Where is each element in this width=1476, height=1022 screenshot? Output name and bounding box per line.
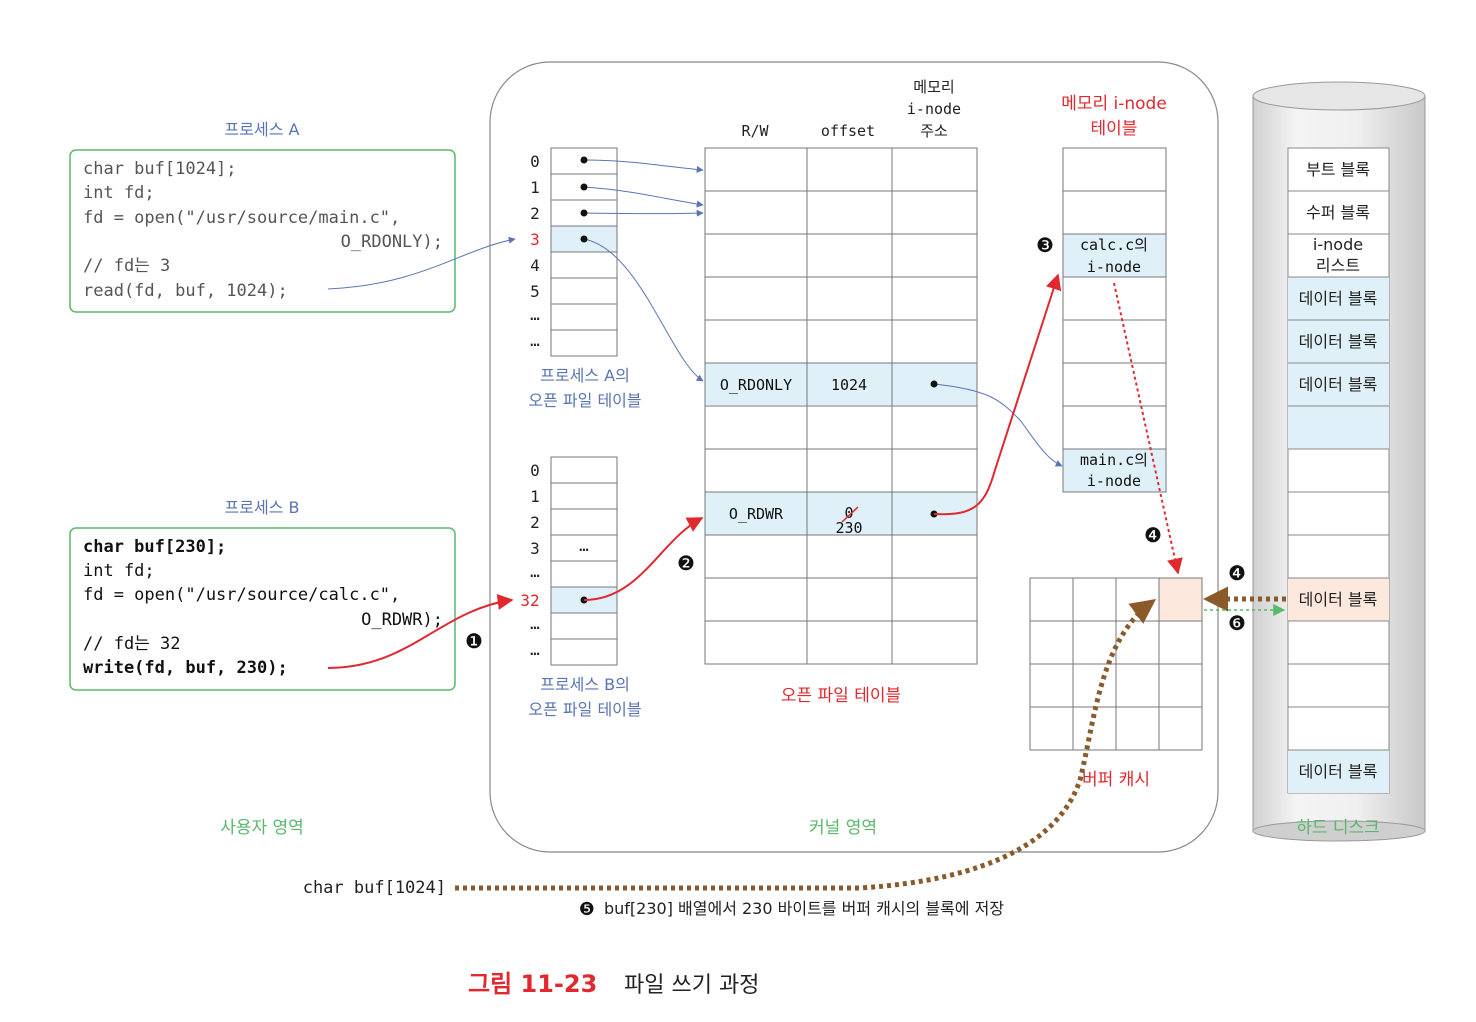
process-a-code-line: O_RDONLY); [341,232,443,252]
inode-table-title: 테이블 [1091,119,1138,139]
buffer-cache-grid [1029,577,1203,751]
kernel-area-frame [489,61,1219,853]
fd-table-a-caption: 프로세스 A의 [540,366,630,385]
process-a-code-line: int fd; [83,183,155,203]
red-pointer-lines [327,273,1062,669]
disk-block: 데이터 블록 [1299,375,1378,394]
process-b-title: 프로세스 B [225,498,300,517]
step-5-note: buf[230] 배열에서 230 바이트를 버퍼 캐시의 블록에 저장 [604,899,1004,918]
inode-table [1062,147,1167,493]
oft-row-a-offset: 1024 [831,376,867,394]
process-a-code-line: read(fd, buf, 1024); [83,281,288,301]
fd-table-a-caption: 오픈 파일 테이블 [528,391,641,410]
fd-a-index: 1 [530,178,540,197]
inode-main-entry: main.c의 [1080,451,1148,469]
fd-a-index: 4 [530,256,540,275]
user-area-label: 사용자 영역 [220,818,304,838]
fd-b-index: 1 [530,487,540,506]
inode-table-title: 메모리 i-node [1061,94,1167,114]
step-3-marker: ❸ [1036,233,1054,257]
oft-header-addr: 주소 [920,122,948,140]
kernel-area-label: 커널 영역 [809,818,877,838]
process-a-code-line: // fd는 3 [83,256,170,276]
inode-calc-entry: calc.c의 [1080,236,1148,254]
fd-a-index: 5 [530,282,540,301]
fd-table-b [550,456,618,666]
process-a-code-line: fd = open("/usr/source/main.c", [83,208,400,228]
process-a-title: 프로세스 A [225,120,300,139]
fd-b-index: … [530,562,540,581]
figure-title: 파일 쓰기 과정 [624,973,759,998]
fd-b-index: … [530,640,540,659]
process-b-code-line: int fd; [83,561,155,581]
step-5-marker: ❺ [579,899,595,920]
fd-table-a [550,147,618,357]
disk-block: 데이터 블록 [1299,590,1378,609]
inode-main-entry: i-node [1087,472,1141,490]
disk-label: 하드 디스크 [1296,818,1380,838]
process-b-code-line: O_RDWR); [361,610,443,630]
process-b-code-line: write(fd, buf, 230); [83,658,288,678]
fd-table-b-caption: 프로세스 B의 [540,675,630,694]
user-buffer-decl: char buf[1024] [303,878,446,898]
step-4-marker: ❹ [1228,561,1246,585]
figure-number: 그림 11-23 [468,970,597,998]
disk-block: i-node [1313,235,1363,254]
fd-a-index: … [530,331,540,350]
fd-b-index: … [530,614,540,633]
inode-to-cache-dotted [1113,282,1183,575]
disk-block: 데이터 블록 [1299,332,1378,351]
fd-b-index: 3 [530,539,540,558]
oft-header-offset: offset [821,122,875,140]
step-1-marker: ❶ [465,629,483,653]
hard-disk [1252,81,1426,842]
inode-calc-entry: i-node [1087,258,1141,276]
fd-b-index: 0 [530,461,540,480]
step-4-marker: ❹ [1144,523,1162,547]
open-file-table [704,147,978,665]
fd-b-index: 2 [530,513,540,532]
fd-a-index: 3 [530,230,540,249]
step-2-marker: ❷ [677,551,695,575]
process-b-code-line: fd = open("/usr/source/calc.c", [83,585,400,605]
process-b-code-box [69,527,456,691]
oft-header-addr: 메모리 [913,78,954,96]
process-b-code-line: char buf[230]; [83,537,226,557]
fd-b-index: 32 [520,591,539,610]
oft-row-b-offset-old: 0 [844,504,853,522]
process-a-code-box [69,149,456,313]
disk-block: 데이터 블록 [1299,762,1378,781]
disk-block: 부트 블록 [1306,160,1370,179]
oft-row-b-rw: O_RDWR [729,505,784,523]
fd-table-b-caption: 오픈 파일 테이블 [528,700,641,719]
fd-b-ellipsis-cell: … [579,536,589,555]
oft-caption: 오픈 파일 테이블 [781,686,901,706]
oft-row-a-rw: O_RDONLY [720,376,792,394]
fd-a-index: 0 [530,152,540,171]
disk-block: 리스트 [1316,256,1360,275]
offset-strike [841,506,859,523]
oft-header-rw: R/W [741,122,769,140]
process-b-code-line: // fd는 32 [83,634,181,654]
buffer-cache-label: 버퍼 캐시 [1082,770,1150,790]
step-6-marker: ❻ [1228,611,1246,635]
user-buffer-to-cache [455,599,1157,891]
fd-a-index: 2 [530,204,540,223]
blue-pointer-lines [327,159,1063,467]
disk-block: 데이터 블록 [1299,289,1378,308]
fd-a-index: … [530,305,540,324]
disk-block: 수퍼 블록 [1306,203,1370,222]
process-a-code-line: char buf[1024]; [83,159,237,179]
oft-header-addr: i-node [907,100,961,118]
oft-row-b-offset-new: 230 [835,519,862,537]
